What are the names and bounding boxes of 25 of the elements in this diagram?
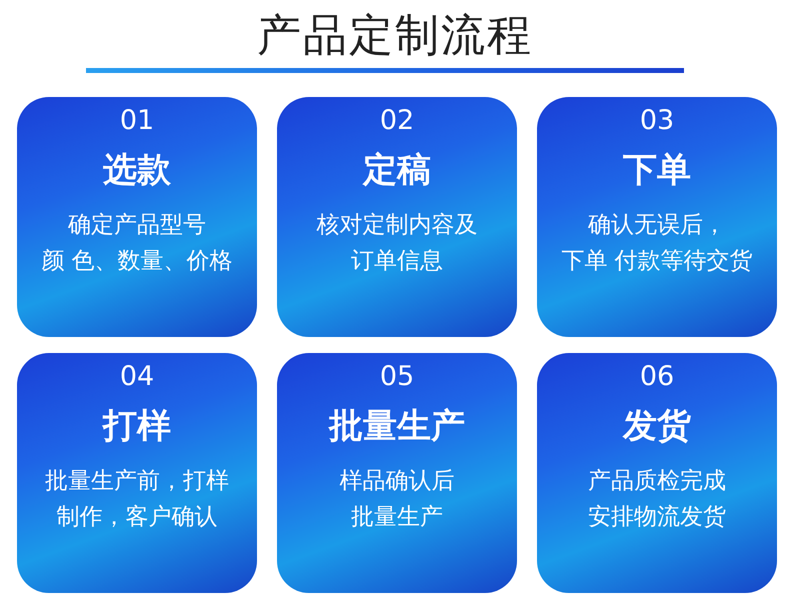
step-heading: 定稿 <box>361 149 432 192</box>
step-card <box>537 97 777 337</box>
step-description: 核对定制内容及订单信息 <box>316 211 478 276</box>
step-number: 04 <box>118 361 156 392</box>
step-description: 确定产品型号颜 色、数量、价格 <box>40 211 234 276</box>
step-description: 产品质检完成安排物流发货 <box>587 467 727 532</box>
step-description: 样品确认后批量生产 <box>338 467 456 532</box>
step-card <box>537 353 777 593</box>
step-heading: 发货 <box>622 405 692 448</box>
step-number: 05 <box>378 361 416 392</box>
step-heading: 选款 <box>102 149 172 192</box>
step-number: 06 <box>638 361 676 392</box>
step-number: 02 <box>378 105 416 136</box>
step-heading: 批量生产 <box>327 405 466 448</box>
step-heading: 打样 <box>101 405 172 448</box>
step-heading: 下单 <box>622 149 692 192</box>
step-card <box>17 353 257 593</box>
step-number: 01 <box>118 105 156 136</box>
title: 产品定制流程 <box>256 9 534 63</box>
step-card <box>17 97 257 337</box>
step-card <box>277 97 517 337</box>
step-number: 03 <box>638 105 676 136</box>
step-card <box>277 353 517 593</box>
step-description: 批量生产前，打样制作，客户确认 <box>44 467 230 532</box>
step-description: 确认无误后，下单 付款等待交货 <box>560 211 754 276</box>
